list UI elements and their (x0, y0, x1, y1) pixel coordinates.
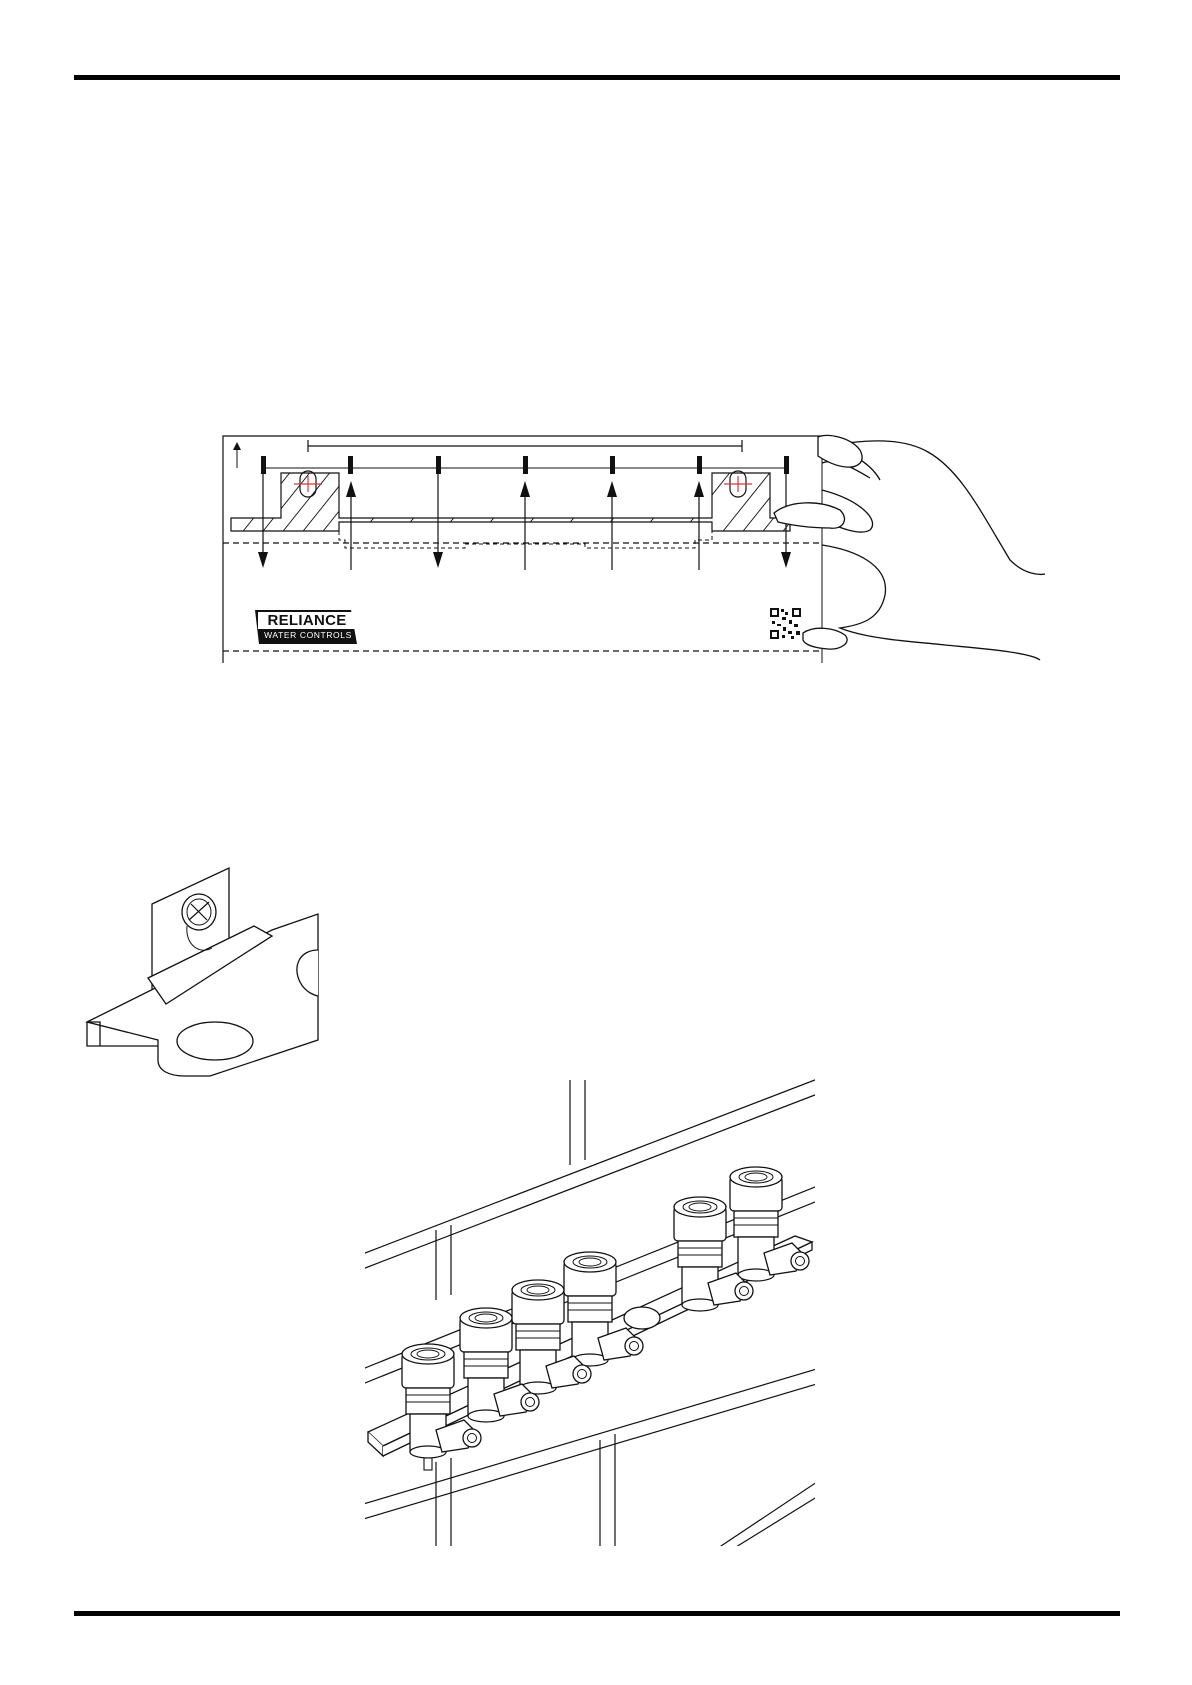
logo-brand: RELIANCE (258, 612, 356, 629)
manifold-assembly-diagram (360, 1075, 820, 1550)
bracket-closeup-diagram (80, 860, 320, 1080)
up-arrow-icon (233, 442, 241, 468)
logo-subtitle: WATER CONTROLS (262, 629, 354, 641)
hand-illustration (774, 436, 1045, 660)
qr-code-icon (770, 608, 801, 639)
top-rule (74, 75, 1120, 80)
bottom-rule (74, 1611, 1120, 1616)
